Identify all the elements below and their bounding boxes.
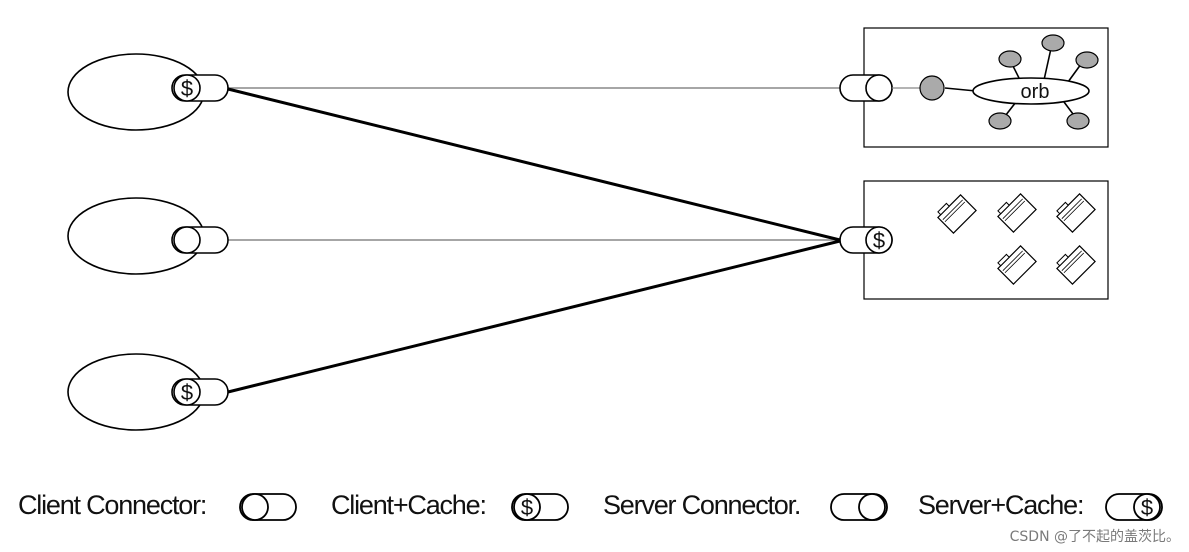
folder-icon	[997, 245, 1037, 285]
dollar-symbol: $	[873, 228, 885, 253]
folder-icon	[1056, 193, 1096, 233]
client-cache-connector-icon: $	[171, 378, 229, 406]
dollar-symbol: $	[181, 76, 193, 101]
gateway-node	[919, 75, 945, 101]
orb-node	[1075, 51, 1099, 69]
client-cache-connector-icon: $	[171, 74, 229, 102]
legend-server-cache-label: Server+Cache:	[918, 490, 1083, 520]
folder-icon	[997, 193, 1037, 233]
watermark: CSDN @了不起的盖茨比。	[1010, 529, 1180, 545]
legend-client-cache-icon: $	[511, 493, 569, 521]
cache-link-client3-to-server-cache	[227, 239, 841, 394]
folder-icon	[937, 194, 977, 234]
legend-server-cache-icon: $	[1105, 493, 1163, 521]
server-cache-connector-icon: $	[839, 226, 893, 254]
dollar-symbol: $	[1141, 495, 1153, 520]
client-2	[67, 197, 229, 275]
legend: Client Connector: Client+Cache: $ Server…	[18, 490, 1163, 521]
client-connector-icon	[171, 226, 229, 254]
legend-client-connector-icon	[239, 493, 297, 521]
orb-ellipse	[972, 77, 1090, 105]
server-connector-icon	[839, 74, 893, 102]
orb-label: orb	[1021, 81, 1050, 103]
orb-node	[1066, 112, 1090, 130]
legend-server-connector-label: Server Connector.	[603, 490, 800, 520]
cache-link-client1-to-server-cache	[227, 87, 841, 242]
server-cache-box: $	[839, 180, 1109, 300]
client-3: $	[67, 353, 229, 431]
legend-client-cache-label: Client+Cache:	[331, 490, 486, 520]
legend-server-connector-icon	[830, 493, 888, 521]
legend-client-connector-label: Client Connector:	[18, 490, 206, 520]
dollar-symbol: $	[181, 380, 193, 405]
orb-node	[998, 50, 1022, 68]
orb-node	[988, 112, 1012, 130]
client-1: $	[67, 53, 229, 131]
orb-node	[1041, 34, 1065, 52]
dollar-symbol: $	[521, 495, 533, 520]
folder-icon	[1056, 245, 1096, 285]
server-orb-box: orb	[839, 27, 1109, 148]
